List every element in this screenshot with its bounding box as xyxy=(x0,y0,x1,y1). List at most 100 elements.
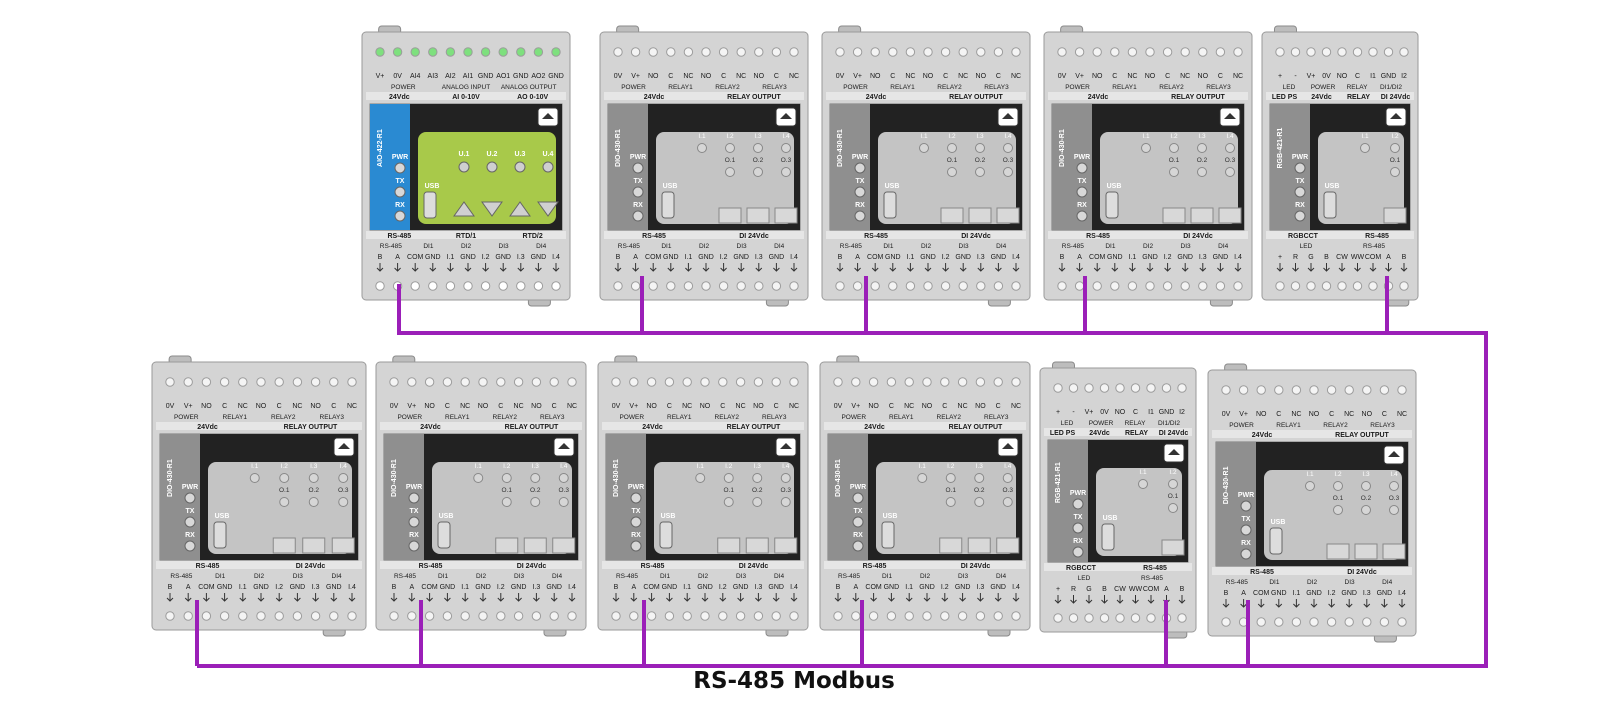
screw-terminal xyxy=(772,282,780,290)
screw-terminal xyxy=(1199,282,1207,290)
terminal-label: I.1 xyxy=(905,584,913,591)
terminal-label: I.2 xyxy=(1328,590,1336,597)
status-led xyxy=(853,541,863,551)
terminal-label: COM xyxy=(645,254,662,261)
screw-terminal xyxy=(1363,618,1371,626)
strip-label: RS-485 xyxy=(863,563,887,570)
screw-terminal xyxy=(166,612,174,620)
strip-label: RELAY OUTPUT xyxy=(505,424,559,431)
terminal-label: R xyxy=(1071,586,1076,593)
screw-terminal xyxy=(1222,386,1230,394)
terminal-group-label: RELAY2 xyxy=(937,414,962,421)
relay-button xyxy=(553,538,575,553)
terminal-group-label: DI1 xyxy=(1269,579,1280,586)
dio-module-11: 0VV+NOCNCNOCNCNOCNCPOWERRELAY1RELAY2RELA… xyxy=(1208,364,1416,642)
screw-terminal xyxy=(429,48,437,56)
strip-label: AO 0-10V xyxy=(517,94,548,101)
input-led xyxy=(1390,482,1399,491)
terminal-label: GND xyxy=(1341,590,1357,597)
terminal-label: C xyxy=(774,73,779,80)
terminal-label: + xyxy=(1056,409,1060,416)
screw-terminal xyxy=(499,282,507,290)
strip-label: RELAY OUTPUT xyxy=(1171,94,1225,101)
terminal-group-label: DI2 xyxy=(920,573,931,580)
screw-terminal xyxy=(736,612,744,620)
screw-terminal xyxy=(836,48,844,56)
input-label: I.2 xyxy=(1169,469,1177,476)
terminal-label: 0V xyxy=(393,73,402,80)
output-label: O.1 xyxy=(502,487,513,494)
screw-terminal xyxy=(411,282,419,290)
screw-terminal xyxy=(532,612,540,620)
terminal-group-label: RELAY2 xyxy=(493,414,518,421)
output-led xyxy=(515,162,525,172)
terminal-label: V+ xyxy=(407,403,416,410)
status-label: TX xyxy=(186,508,195,515)
terminal-label: B xyxy=(836,584,841,591)
strip-label: RS-485 xyxy=(1365,233,1389,240)
screw-terminal xyxy=(684,282,692,290)
screw-terminal xyxy=(481,282,489,290)
input-label: I.1 xyxy=(1139,469,1147,476)
output-led xyxy=(1169,504,1178,513)
output-label: O.2 xyxy=(752,487,763,494)
output-label: O.1 xyxy=(1333,495,1344,502)
status-label: TX xyxy=(410,508,419,515)
label-strip xyxy=(1048,231,1248,239)
terminal-group-label: DI4 xyxy=(332,573,343,580)
terminal-label: GND xyxy=(919,584,935,591)
screw-terminal xyxy=(1100,384,1108,392)
strip-label: RELAY OUTPUT xyxy=(949,424,1003,431)
input-led xyxy=(309,474,318,483)
model-label: DIO-430-R1 xyxy=(1223,466,1230,504)
terminal-label: GND xyxy=(662,584,678,591)
terminal-label: I1 xyxy=(1148,409,1154,416)
terminal-label: AI1 xyxy=(463,73,474,80)
terminal-label: + xyxy=(1278,73,1282,80)
terminal-group-label: RELAY1 xyxy=(668,84,693,91)
terminal-label: AI3 xyxy=(428,73,439,80)
screw-terminal xyxy=(1075,282,1083,290)
terminal-label: I.4 xyxy=(568,584,576,591)
screw-terminal xyxy=(1181,48,1189,56)
status-label: PWR xyxy=(850,484,866,491)
terminal-group-label: DI3 xyxy=(1181,243,1192,250)
output-led xyxy=(753,498,762,507)
terminal-label: I.1 xyxy=(1293,590,1301,597)
screw-terminal xyxy=(994,282,1002,290)
terminal-label: COM xyxy=(1253,590,1270,597)
input-label: I.2 xyxy=(1334,471,1342,478)
status-label: TX xyxy=(632,508,641,515)
status-led xyxy=(409,493,419,503)
caption-text: RS-485 Modbus xyxy=(693,668,895,694)
strip-label: 24Vdc xyxy=(864,424,885,431)
output-label: O.1 xyxy=(1390,157,1401,164)
screw-terminal xyxy=(719,48,727,56)
dio-module-7: 0VV+NOCNCNOCNCNOCNCPOWERRELAY1RELAY2RELA… xyxy=(376,356,586,636)
terminal-label: NO xyxy=(1337,73,1348,80)
terminal-label: B xyxy=(168,584,173,591)
screw-terminal xyxy=(1327,618,1335,626)
terminal-label: COM xyxy=(865,584,882,591)
input-led xyxy=(250,474,259,483)
screw-terminal xyxy=(550,378,558,386)
terminal-label: 0V xyxy=(836,73,845,80)
status-label: TX xyxy=(856,178,865,185)
terminal-group-label: DI2 xyxy=(921,243,932,250)
screw-terminal xyxy=(517,282,525,290)
status-led xyxy=(185,541,195,551)
screw-terminal xyxy=(1216,282,1224,290)
status-label: PWR xyxy=(628,484,644,491)
screw-terminal xyxy=(1398,386,1406,394)
terminal-label: NC xyxy=(682,403,692,410)
terminal-group-label: RS-485 xyxy=(838,573,860,580)
status-label: TX xyxy=(1078,178,1087,185)
status-led xyxy=(1241,525,1251,535)
terminal-label: V+ xyxy=(376,73,385,80)
strip-label: RELAY OUTPUT xyxy=(1335,432,1389,439)
terminal-label: COM xyxy=(198,584,215,591)
input-led xyxy=(339,474,348,483)
terminal-label: GND xyxy=(920,254,936,261)
screw-terminal xyxy=(1058,282,1066,290)
output-label: O.3 xyxy=(1003,487,1014,494)
